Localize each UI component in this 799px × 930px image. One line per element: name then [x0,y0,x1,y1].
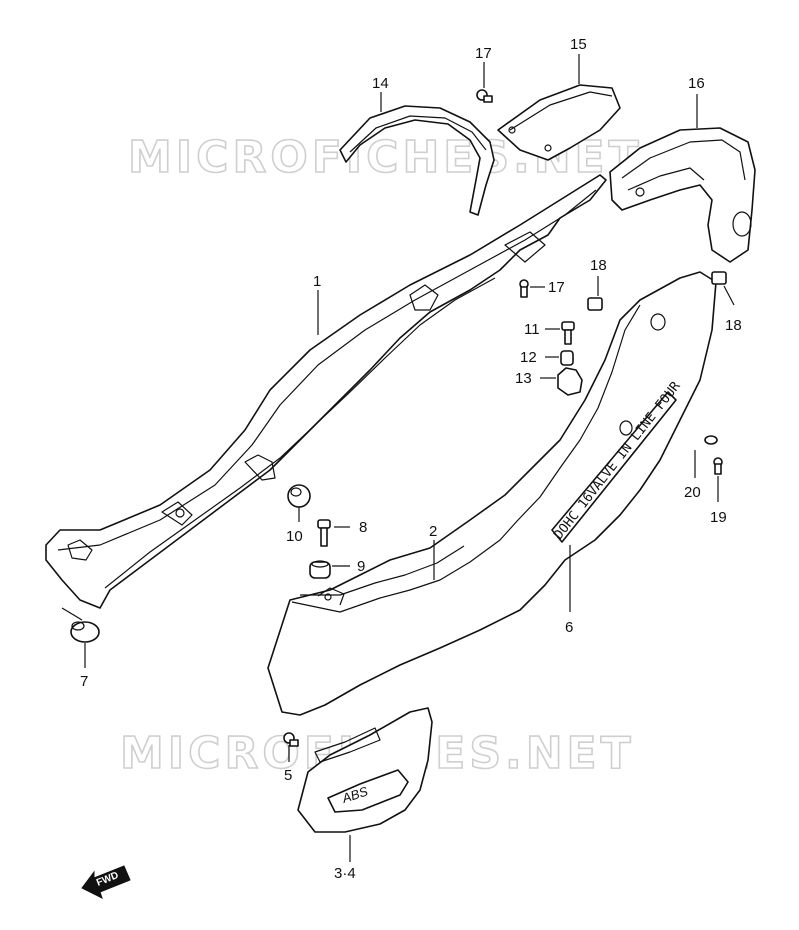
callout-5: 5 [284,767,292,784]
part-8-bolt [317,519,331,547]
callout-6: 6 [565,619,573,636]
small-parts [70,89,727,747]
part-10-rubber [287,484,311,508]
part-9-rubber [309,560,331,579]
part-7-rubber [70,621,100,643]
part-17-screw-top [476,89,493,103]
callouts: 1 2 3·4 5 6 7 8 9 10 11 12 13 14 15 16 1… [80,36,742,882]
part-18-nut-mid [587,297,603,311]
callout-7: 7 [80,673,88,690]
part-1-frame-cover [45,174,607,621]
callout-12: 12 [520,349,537,366]
callout-20: 20 [684,484,701,501]
callout-19: 19 [710,509,727,526]
callout-15: 15 [570,36,587,53]
callout-14: 14 [372,75,389,92]
callout-17-top: 17 [475,45,492,62]
callout-18-right: 18 [725,317,742,334]
part-19-screw [713,457,723,475]
fwd-arrow-icon: FWD [81,865,131,899]
callout-9: 9 [357,558,365,575]
part-20-washer [704,435,718,445]
part-11-bolt [561,321,575,345]
callout-10: 10 [286,528,303,545]
part-14-rail [339,105,495,216]
part-5-screw [283,732,299,747]
callout-8: 8 [359,519,367,536]
callout-13: 13 [515,370,532,387]
callout-18-mid: 18 [590,257,607,274]
callout-2: 2 [429,523,437,540]
part-17-screw-mid [519,279,529,298]
part-12-collar [560,350,574,366]
part-13-cushion [557,367,583,396]
callout-1: 1 [313,273,321,290]
leader-lines [84,54,735,862]
callout-17-mid: 17 [548,279,565,296]
part-3-4-lower-cover: ABS [297,707,433,833]
callout-3-4: 3·4 [334,865,356,882]
part-15-tail-cap [497,84,621,161]
callout-16: 16 [688,75,705,92]
part-2-side-cover [267,271,717,716]
part-18-nut-right [711,271,727,285]
part-16-tail-cowl [609,127,756,263]
callout-11: 11 [524,321,540,338]
